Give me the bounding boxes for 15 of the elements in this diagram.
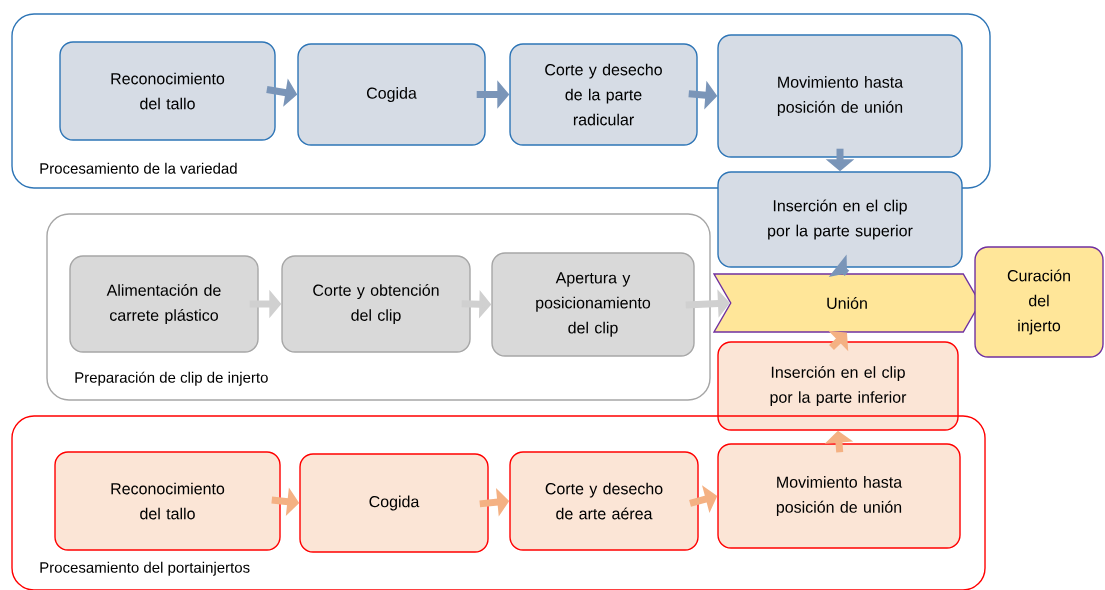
process-box: Reconocimiento del tallo (59, 41, 276, 141)
process-box: Inserción en el clip por la parte superior (717, 171, 963, 268)
process-box: Corte y desecho de la parte radicular (509, 43, 698, 146)
process-box: Reconocimiento del tallo (54, 451, 281, 551)
process-box: Cogida (297, 43, 486, 146)
process-box: Corte y obtención del clip (281, 255, 471, 353)
process-box: Inserción en el clip por la parte inferior (717, 341, 959, 431)
process-box: Curación del injerto (974, 246, 1104, 358)
process-box: Cogida (299, 453, 489, 553)
process-box: Apertura y posicionamiento del clip (491, 252, 695, 357)
process-box: Movimiento hasta posición de unión (717, 443, 961, 549)
process-box: Movimiento hasta posición de unión (717, 34, 963, 158)
chevron-box: Unión (712, 273, 981, 333)
process-box: Alimentación de carrete plástico (69, 255, 259, 353)
process-box: Corte y desecho de arte aérea (509, 451, 699, 551)
